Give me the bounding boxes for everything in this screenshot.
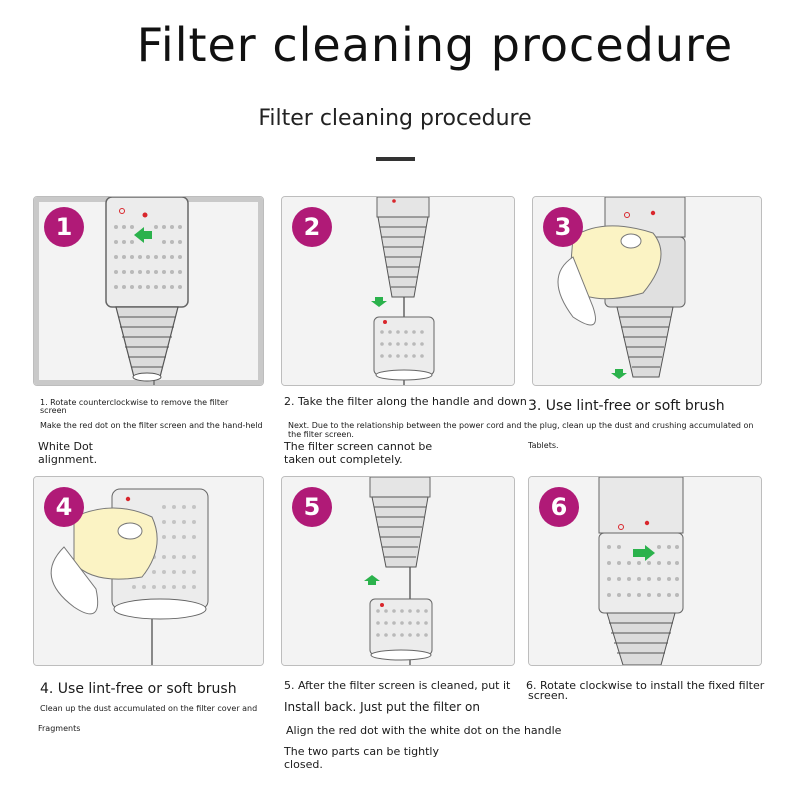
step-4-caption-line1: 4. Use lint-free or soft brush bbox=[40, 681, 237, 697]
page-title: Filter cleaning procedure bbox=[136, 18, 734, 72]
step-2-caption-line2: Next. Due to the relationship between th… bbox=[288, 421, 754, 430]
step-5-caption-line5: closed. bbox=[284, 758, 323, 771]
step-4-caption-line3: Fragments bbox=[38, 724, 81, 733]
step-2-caption-line5: taken out completely. bbox=[284, 453, 403, 466]
step-5-caption-line1: 5. After the filter screen is cleaned, p… bbox=[284, 679, 511, 692]
step-1-badge: 1 bbox=[44, 207, 84, 247]
step-5-illustration: 5 bbox=[281, 476, 515, 666]
step-3-caption-line1: 3. Use lint-free or soft brush bbox=[528, 398, 725, 414]
step-1-caption-line5: alignment. bbox=[38, 453, 98, 466]
step-1-caption-line4: White Dot bbox=[38, 440, 93, 453]
step-3-caption-line2: Tablets. bbox=[528, 441, 559, 450]
step-2-caption-line1: 2. Take the filter along the handle and … bbox=[284, 395, 527, 408]
step-1-caption-line3: Make the red dot on the filter screen an… bbox=[40, 421, 263, 430]
step-6-badge: 6 bbox=[539, 487, 579, 527]
title-divider bbox=[376, 157, 415, 161]
page-subtitle: Filter cleaning procedure bbox=[258, 106, 532, 131]
step-2-caption-line3: the filter screen. bbox=[288, 430, 354, 439]
step-5-caption-line4: The two parts can be tightly bbox=[284, 745, 439, 758]
step-1-caption-line1: 1. Rotate counterclockwise to remove the… bbox=[40, 398, 229, 407]
step-2-illustration: 2 bbox=[281, 196, 515, 386]
step-6-illustration: 6 bbox=[528, 476, 762, 666]
step-4-badge: 4 bbox=[44, 487, 84, 527]
step-3-badge: 3 bbox=[543, 207, 583, 247]
step-1-caption-line2: screen bbox=[40, 406, 67, 415]
step-2-caption-line4: The filter screen cannot be bbox=[284, 440, 433, 453]
step-5-badge: 5 bbox=[292, 487, 332, 527]
step-4-illustration: 4 bbox=[33, 476, 264, 666]
step-6-caption-line1: 6. Rotate clockwise to install the fixed… bbox=[526, 679, 765, 692]
step-5-caption-line3: Align the red dot with the white dot on … bbox=[286, 724, 562, 737]
step-6-caption-line2: screen. bbox=[528, 689, 569, 702]
step-4-caption-line2: Clean up the dust accumulated on the fil… bbox=[40, 704, 258, 713]
step-5-drawing bbox=[282, 477, 514, 665]
step-1-drawing bbox=[34, 197, 263, 385]
step-3-illustration: 3 bbox=[532, 196, 762, 386]
step-2-badge: 2 bbox=[292, 207, 332, 247]
step-1-illustration: 1 bbox=[33, 196, 264, 386]
step-5-caption-line2: Install back. Just put the filter on bbox=[284, 700, 480, 714]
